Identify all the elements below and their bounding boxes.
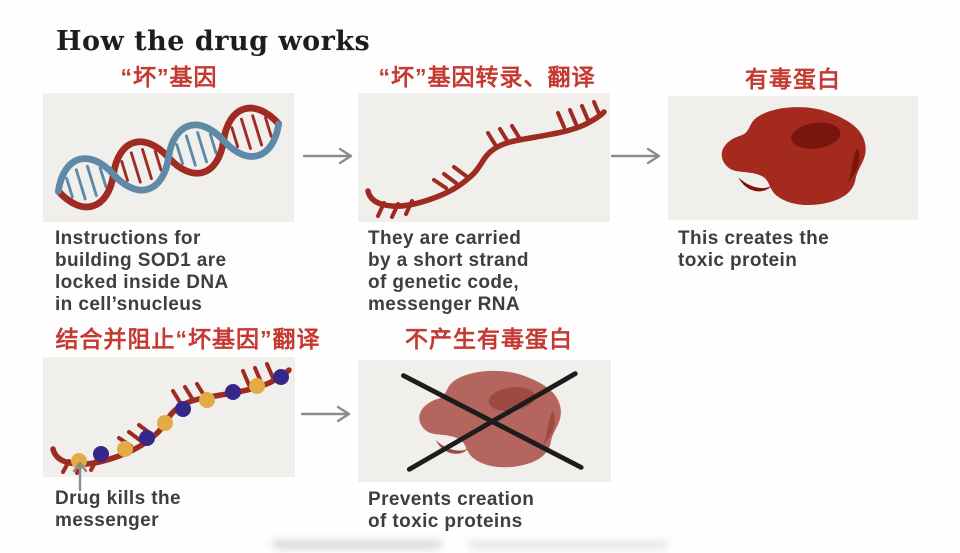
panel-toxic-protein xyxy=(668,96,918,220)
panel-bad-gene-transcribed xyxy=(358,93,610,222)
flow-arrow-icon xyxy=(300,405,351,423)
label-bad-gene-transcribed: “坏”基因转录、翻译 xyxy=(378,64,596,90)
flow-arrow-icon xyxy=(302,147,353,165)
caption-toxic-protein: This creates the toxic protein xyxy=(678,228,830,271)
label-toxic-protein: 有毒蛋白 xyxy=(745,66,841,92)
panel-no-toxic-protein xyxy=(358,360,611,482)
flow-arrow-icon xyxy=(610,147,661,165)
cross-x-mark xyxy=(401,371,584,472)
panel-bad-gene xyxy=(43,93,294,222)
label-no-toxic-protein: 不产生有毒蛋白 xyxy=(405,326,573,352)
mrna-strand-illustration xyxy=(365,100,607,219)
crossed-protein-illustration xyxy=(401,370,584,472)
cutoff-watermark xyxy=(272,540,442,549)
caption-bad-gene-transcribed: They are carried by a short strand of ge… xyxy=(368,228,529,315)
drug-molecule-dots xyxy=(71,369,289,469)
page-title: How the drug works xyxy=(56,26,371,57)
caption-bad-gene: Instructions for building SOD1 are locke… xyxy=(55,228,229,315)
label-drug-binds-gene: 结合并阻止“坏基因”翻译 xyxy=(55,326,321,352)
drug-pointer-arrow-icon xyxy=(72,461,88,492)
caption-no-toxic-protein: Prevents creation of toxic proteins xyxy=(368,489,535,532)
label-bad-gene: “坏”基因 xyxy=(120,64,218,90)
dna-double-helix-illustration xyxy=(54,104,283,211)
caption-drug-binds-gene: Drug kills the messenger xyxy=(55,488,181,531)
cutoff-watermark xyxy=(468,541,668,549)
toxic-protein-illustration xyxy=(721,107,866,206)
